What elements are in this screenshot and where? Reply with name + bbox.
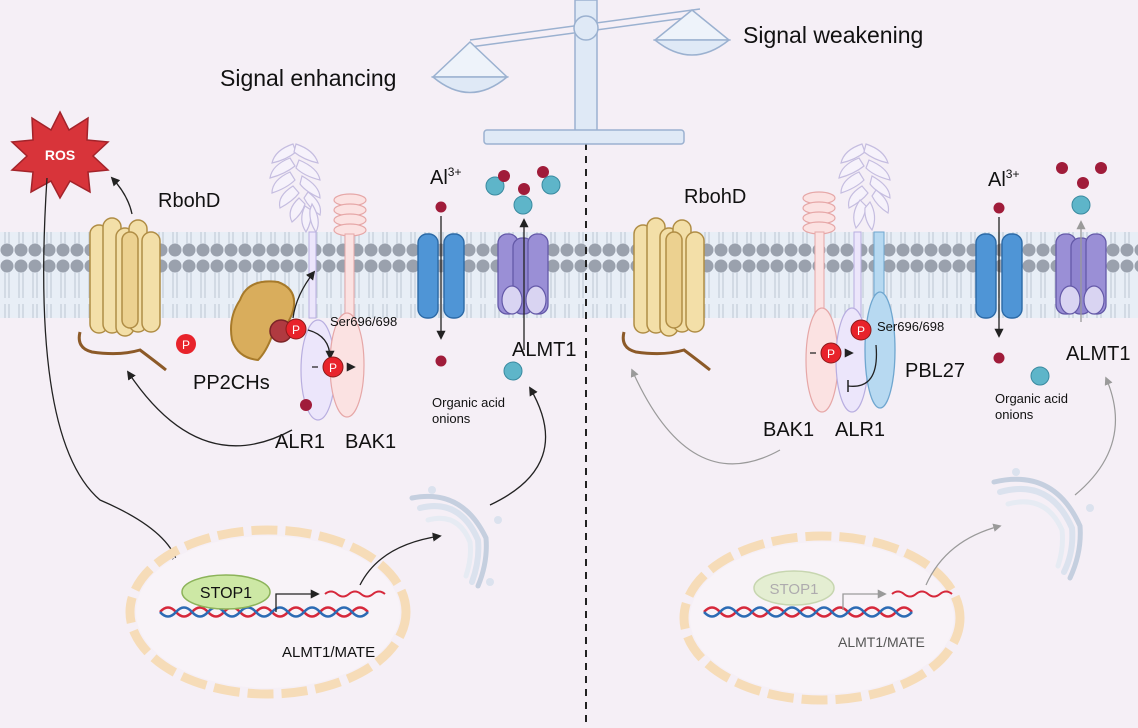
golgi-left xyxy=(409,486,502,589)
bak1-to-alr1-arrow xyxy=(307,329,335,360)
al-ion-in-right xyxy=(993,352,1005,364)
al-ion-out-left xyxy=(435,201,447,213)
pbl27 xyxy=(864,231,896,409)
svg-text:P: P xyxy=(182,338,190,352)
rbohd-left xyxy=(77,217,167,372)
alr1-to-rbohd-arrow xyxy=(126,370,293,447)
transcription-arrow-left xyxy=(275,589,320,612)
ros-to-stop1-arrow xyxy=(43,177,181,567)
al-channel-right xyxy=(975,233,1023,319)
phospho-badge-kinase-right: P xyxy=(810,342,852,364)
alr1-to-rbohd-arrow-weak xyxy=(630,368,781,465)
golgi-right xyxy=(991,468,1094,581)
organic-acid-in-right xyxy=(1030,366,1050,386)
al-channel-left xyxy=(417,233,465,319)
mrna-left xyxy=(324,590,386,598)
al-ion-in-left xyxy=(435,355,447,367)
svg-text:P: P xyxy=(827,347,835,361)
dephospho-arrow xyxy=(292,270,316,319)
nucleus-left xyxy=(125,525,411,699)
svg-text:P: P xyxy=(857,324,865,338)
al-label-right: Al3+ xyxy=(988,167,1019,191)
al-oa-complex-left xyxy=(485,166,561,215)
dna-right xyxy=(703,606,913,618)
bak1-left xyxy=(329,193,367,418)
dna-left xyxy=(159,606,369,618)
svg-text:STOP1: STOP1 xyxy=(200,585,252,602)
golgi-to-almt1-arrow xyxy=(489,386,547,506)
svg-text:P: P xyxy=(329,361,337,375)
alr1-ectodomain-left xyxy=(269,143,322,234)
phospho-badge-alr1-right: P xyxy=(850,319,872,341)
svg-text:STOP1: STOP1 xyxy=(770,581,819,598)
golgi-to-almt1-arrow-right xyxy=(1074,376,1117,496)
rbohd-right xyxy=(621,217,711,372)
ros-label: ROS xyxy=(45,147,75,163)
pp2chs-label: PP2CHs xyxy=(193,372,270,394)
alr1-ectodomain-right xyxy=(838,143,891,232)
rbohd-right-label: RbohD xyxy=(684,186,746,208)
almt1-right xyxy=(1055,233,1107,315)
pp2chs-enzyme xyxy=(230,280,296,362)
al-ion-out-right xyxy=(993,202,1005,214)
ros-burst: ROS xyxy=(10,110,110,200)
rbohd-left-label: RbohD xyxy=(158,190,220,212)
pbl27-label: PBL27 xyxy=(905,360,965,382)
gene-label-left: ALMT1/MATE xyxy=(282,644,375,661)
alr1-left-label: ALR1 xyxy=(275,431,325,453)
organic-acid-in-left xyxy=(503,361,523,381)
bak1-right-label: BAK1 xyxy=(763,419,814,441)
plasma-membrane xyxy=(0,232,1138,318)
balance-scale xyxy=(430,0,732,145)
signal-weakening-label: Signal weakening xyxy=(743,22,923,48)
mrna-right xyxy=(891,590,953,598)
pbl27-inhibition xyxy=(847,344,878,387)
almt1-left xyxy=(497,233,549,315)
phospho-badge-rbohd: P xyxy=(176,334,196,354)
stop1-right: STOP1 xyxy=(753,570,835,606)
alr1-tm-right xyxy=(853,231,862,319)
phospho-badge-alr1-site: P xyxy=(285,318,307,340)
transcription-arrow-right xyxy=(842,589,887,610)
mrna-to-golgi-arrow xyxy=(359,532,442,586)
gene-label-right: ALMT1/MATE xyxy=(838,634,925,650)
signal-enhancing-label: Signal enhancing xyxy=(220,65,396,91)
al-oa-complex-right xyxy=(1056,162,1107,215)
rbohd-to-ros-arrow xyxy=(110,176,133,215)
mrna-to-golgi-arrow-right xyxy=(925,523,1002,586)
al-ion-kinase-left xyxy=(300,399,312,411)
stop1-left: STOP1 xyxy=(181,574,271,610)
alr1-right-label: ALR1 xyxy=(835,419,885,441)
al-label-left: Al3+ xyxy=(430,165,461,189)
svg-text:P: P xyxy=(292,323,300,337)
ser-site-right: Ser696/698 xyxy=(877,319,944,334)
bak1-right xyxy=(802,191,839,413)
nucleus-right xyxy=(679,531,965,705)
ser-site-left: Ser696/698 xyxy=(330,314,397,329)
phospho-badge-kinase-left: P xyxy=(312,356,354,378)
almt1-right-label: ALMT1 xyxy=(1066,343,1130,365)
almt1-left-label: ALMT1 xyxy=(512,339,576,361)
bak1-left-label: BAK1 xyxy=(345,431,396,453)
